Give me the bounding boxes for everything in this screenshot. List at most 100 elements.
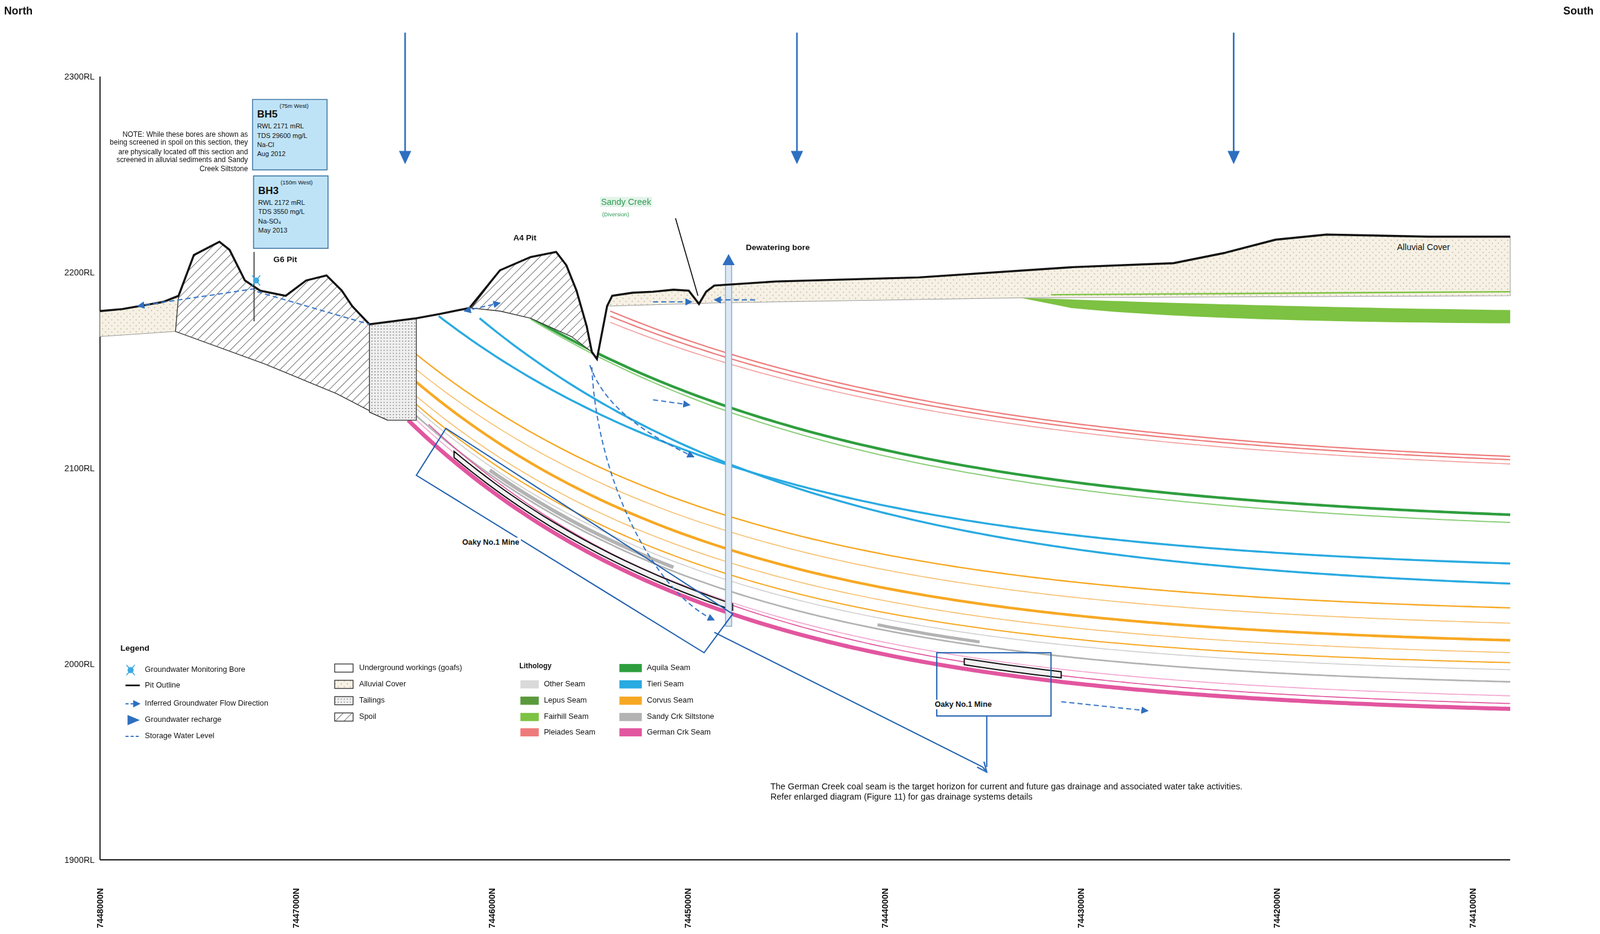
section-graphic [125,703,140,705]
northing-label: 7447000N [291,888,302,929]
legend-text: German Crk Seam [646,728,711,737]
seam-line [530,319,1511,523]
bore-reading: RWL 2171 mRL [257,121,323,131]
elevation-label: 2000RL [64,658,95,670]
surface-line [100,234,1511,359]
legend-text: Alluvial Cover [359,680,407,689]
elevation-label: 1900RL [64,854,95,866]
legend-text: Pit Outline [144,681,181,690]
legend-text: Groundwater Monitoring Bore [144,666,246,675]
seam-line [610,311,1511,457]
bore-info-box: BH5(75m West)RWL 2171 mRLTDS 29600 mg/LN… [251,98,328,171]
seam-line [479,318,1511,584]
fairhill-seam [1020,297,1511,324]
northing-label: 7444000N [878,888,890,929]
legend-symbols [125,664,353,737]
legend-swatch [619,664,642,673]
annotation: Lithology [519,661,552,671]
bore-offset: (150m West) [280,179,313,186]
section-graphic [790,151,804,165]
legend-text: Pleiades Seam [543,728,596,737]
annotation: G6 Pit [273,255,298,265]
pit-void [579,287,612,359]
section-graphic [138,288,256,307]
bore-reading: RWL 2172 mRL [258,197,324,207]
northing-label: 7442000N [1271,888,1282,929]
section-graphic [251,275,261,286]
legend-text: Storage Water Level [144,732,215,741]
alluvial-cover [100,296,179,338]
section-graphic [986,716,988,768]
callout-boxes [416,428,1052,773]
siltstone-lens [489,470,674,568]
legend-symbol [126,665,136,676]
legend-text: Inferred Groundwater Flow Direction [144,699,269,708]
legend-text: Spoil [359,713,377,722]
section-graphic [1227,151,1240,165]
elevation-label: 2200RL [64,267,95,278]
section-graphic [100,859,1511,861]
seam-line [413,393,1511,653]
annotation: Oaky No.1 Mine [933,699,993,709]
legend-text: Lepus Seam [543,696,587,705]
legend-text: Groundwater recharge [144,716,222,725]
section-graphic [334,713,353,722]
seam-line [428,424,1511,704]
seam-line [413,417,1511,696]
bore-reading: Na-Cl [257,139,323,149]
section-graphic [592,367,715,621]
fairhill-seam [1050,291,1511,295]
annotation: Sandy Creek [599,197,653,208]
northing-label: 7443000N [1074,888,1086,929]
section-graphic [1061,702,1148,712]
annotation: Dewatering bore [745,242,810,253]
seam-line [438,316,1511,564]
annotation: North [4,4,33,17]
northing-label: 7446000N [487,888,498,929]
seam-line [413,402,1511,664]
legend-swatch [520,680,539,690]
section-graphic [334,696,353,706]
dewatering-bore [722,253,735,627]
section-graphic [652,301,692,303]
annotation: The German Creek coal seam is the target… [770,781,1260,803]
underground-workings [964,658,1062,679]
siltstone-lens [877,625,980,643]
section-graphic [125,684,140,687]
legend-symbol [125,703,140,705]
legend-text: Underground workings (goafs) [359,664,463,673]
legend-swatch [619,728,642,738]
seam-line [610,322,1511,465]
bore-reading: Na-SO₄ [258,216,324,226]
seam-line [413,379,1511,641]
legend-text: Tieri Seam [646,680,684,689]
section-graphic [334,680,353,690]
legend-text: Corvus Seam [646,696,694,705]
legend-text: Sandy Crk Siltstone [646,713,715,722]
seam-line [413,406,1511,671]
legend-symbol [334,713,353,722]
section-graphic [722,253,735,266]
section-graphic [982,767,987,773]
seam-line [413,367,1511,624]
legend-symbol [334,696,353,706]
bore-offset: (75m West) [279,103,309,110]
elevation-label: 2100RL [64,462,95,474]
legend-text: Aquila Seam [646,664,691,673]
section-graphic [714,299,756,301]
legend-symbol [334,680,353,690]
bore-reading: Aug 2012 [257,148,323,158]
seam-line [408,420,1511,709]
legend-swatch [520,713,539,722]
annotation: South [1563,4,1594,17]
bore-id: BH5 [257,107,278,120]
seam-line [525,314,1511,515]
legend-text: Other Seam [543,680,585,689]
section-graphic [416,428,734,653]
section-graphic [399,151,412,165]
recharge-arrows [399,32,1241,164]
section-graphic [464,303,500,312]
legend-text: Tailings [359,696,385,705]
section-graphic [253,251,256,322]
seam-lines [408,311,1511,709]
